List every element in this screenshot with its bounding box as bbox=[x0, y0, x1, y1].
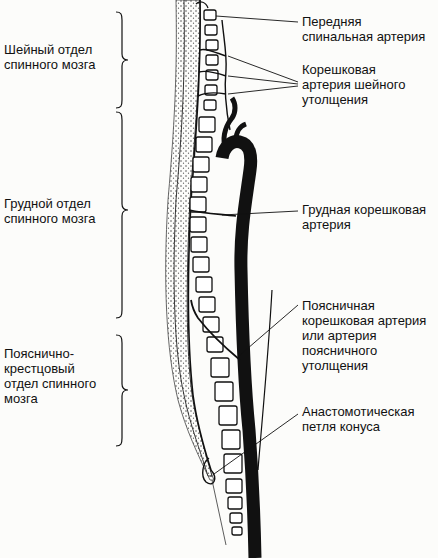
artery-label: Передняя спинальная артерия bbox=[302, 14, 436, 44]
region-label: Пояснично-крестцовый отдел спинного мозг… bbox=[4, 346, 112, 406]
lumbar-vessel bbox=[258, 290, 272, 470]
artery-label: Анастомотическая петля конуса bbox=[302, 404, 436, 434]
artery-label: Корешковая артерия шейного утолщения bbox=[302, 62, 426, 107]
vertebral-column bbox=[190, 2, 242, 535]
region-label: Шейный отдел спинного мозга bbox=[4, 42, 116, 72]
artery-label: Грудная корешковая артерия bbox=[302, 202, 430, 232]
region-label: Грудной отдел спинного мозга bbox=[4, 196, 116, 226]
aorta-branch bbox=[236, 124, 246, 140]
artery-label: Поясничная корешковая артерия или артери… bbox=[302, 298, 434, 373]
thoracic-radicular-artery bbox=[189, 210, 236, 216]
filum bbox=[212, 480, 226, 545]
lumbar-radicular-artery bbox=[191, 300, 240, 360]
region-brackets bbox=[116, 12, 128, 446]
cervical-radicular-arteries bbox=[198, 20, 230, 130]
leader-lines bbox=[214, 16, 298, 474]
conus-loop bbox=[203, 458, 215, 484]
